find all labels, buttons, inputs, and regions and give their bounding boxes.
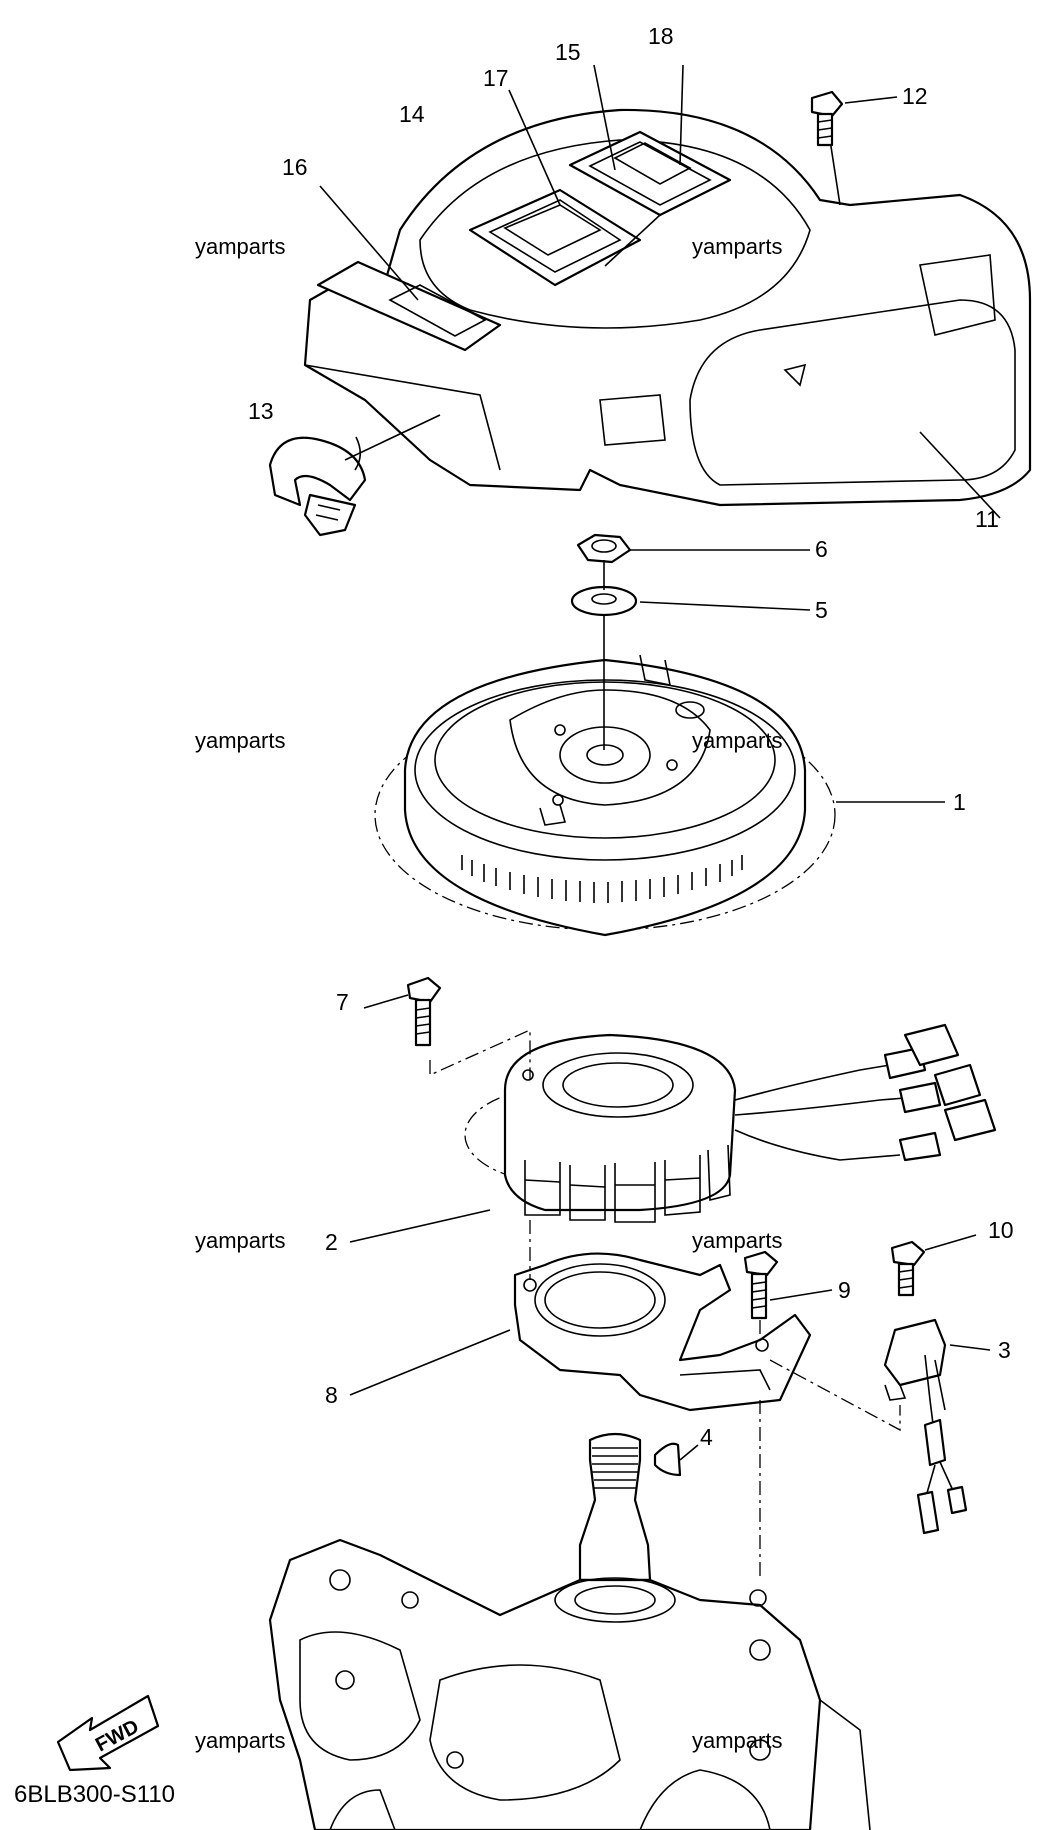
nut-part-6[interactable] [576, 533, 632, 564]
flywheel-cover-part-11[interactable] [303, 108, 1032, 507]
pulser-coil-part-3[interactable] [883, 1318, 968, 1535]
callout-8[interactable]: 8 [325, 1382, 338, 1408]
fwd-direction-arrow: FWD [56, 1694, 160, 1772]
callout-17[interactable]: 17 [483, 65, 509, 91]
bolt-part-9[interactable] [743, 1250, 779, 1320]
stator-wire-harness [734, 1023, 997, 1162]
callout-numbers: 1 2 3 4 5 6 7 8 9 10 11 12 13 14 15 16 1… [248, 23, 1014, 1450]
bolt-part-10[interactable] [890, 1240, 926, 1297]
watermark-text: yamparts [195, 1228, 285, 1253]
callout-4[interactable]: 4 [700, 1424, 713, 1450]
label-plate-part-14[interactable] [468, 188, 642, 287]
bolt-part-7[interactable] [406, 976, 442, 1047]
label-plate-part-15[interactable] [568, 130, 732, 217]
callout-10[interactable]: 10 [988, 1217, 1014, 1243]
watermark-text: yamparts [195, 234, 285, 259]
watermark-text: yamparts [692, 1228, 782, 1253]
watermark-text: yamparts [692, 728, 782, 753]
crankshaft-and-powerhead [268, 1432, 871, 1830]
assembly-center-lines [429, 560, 901, 1580]
callout-13[interactable]: 13 [248, 398, 274, 424]
label-plate-part-17[interactable] [503, 204, 602, 256]
callout-leader-lines [319, 64, 1001, 1461]
callout-18[interactable]: 18 [648, 23, 674, 49]
callout-2[interactable]: 2 [325, 1229, 338, 1255]
flywheel-rotor-part-1[interactable] [374, 654, 836, 937]
watermark-text: yamparts [195, 728, 285, 753]
watermark-text: yamparts [692, 234, 782, 259]
watermark-text: yamparts [692, 1728, 782, 1753]
callout-11[interactable]: 11 [975, 506, 999, 532]
washer-part-5[interactable] [570, 585, 638, 617]
watermark-text: yamparts [195, 1728, 285, 1753]
callout-3[interactable]: 3 [998, 1337, 1011, 1363]
woodruff-key-part-4[interactable] [653, 1442, 682, 1477]
label-plate-part-18[interactable] [613, 142, 692, 185]
bolt-part-12[interactable] [810, 90, 844, 147]
callout-6[interactable]: 6 [815, 536, 828, 562]
callout-12[interactable]: 12 [902, 83, 928, 109]
watermarks: yamparts yamparts yamparts yamparts yamp… [195, 234, 782, 1753]
diagram-code: 6BLB300-S110 [14, 1781, 175, 1808]
callout-5[interactable]: 5 [815, 597, 828, 623]
clamp-part-13[interactable] [268, 436, 367, 537]
callout-7[interactable]: 7 [336, 989, 349, 1015]
callout-14[interactable]: 14 [399, 101, 425, 127]
stator-coil-part-2[interactable] [464, 1033, 737, 1223]
callout-16[interactable]: 16 [282, 154, 308, 180]
callout-9[interactable]: 9 [838, 1277, 851, 1303]
callout-1[interactable]: 1 [953, 789, 966, 815]
stator-base-plate-part-8[interactable] [513, 1252, 812, 1412]
callout-15[interactable]: 15 [555, 39, 581, 65]
